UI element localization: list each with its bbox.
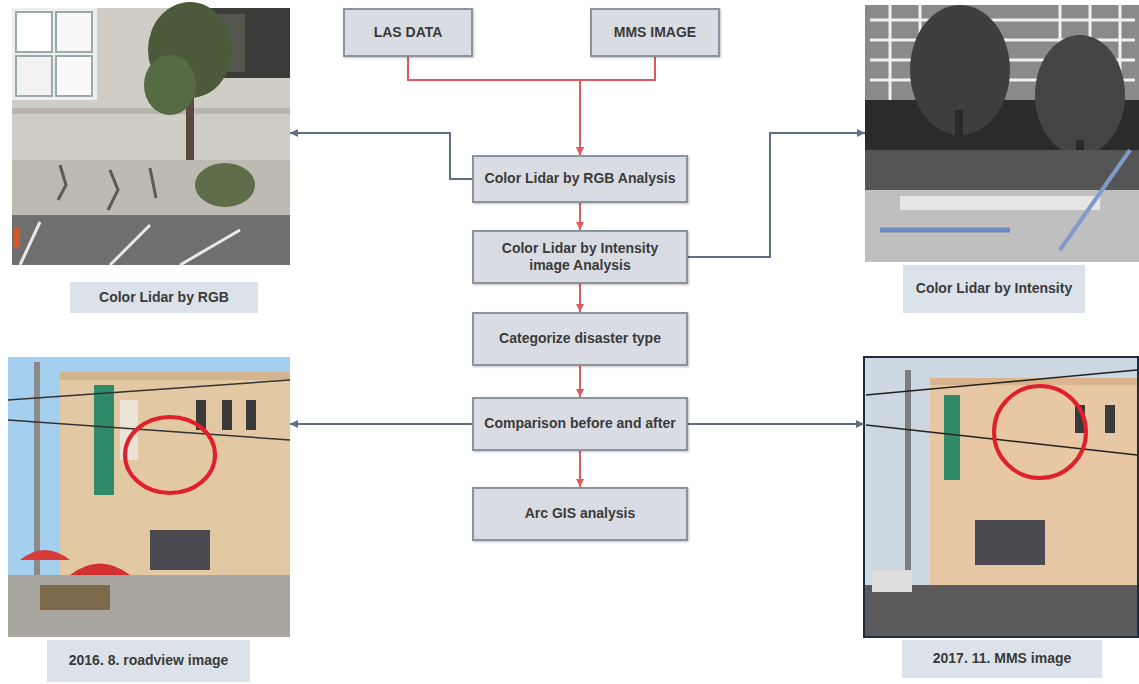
photo-panel: 2016. 8. roadview image <box>8 357 290 682</box>
box-label: MMS IMAGE <box>614 24 696 42</box>
mms-photo-part <box>975 520 1045 565</box>
intensity-lidar-photo-part <box>865 150 1139 190</box>
mms-photo-part <box>944 395 960 480</box>
caption-box: Color Lidar by Intensity <box>903 265 1085 313</box>
roadview-photo-part <box>40 585 110 610</box>
rgb-lidar-photo-part <box>20 222 240 265</box>
caption-box: Color Lidar by RGB <box>70 282 258 313</box>
flow-arrow <box>579 451 581 487</box>
roadview-photo-part <box>70 564 130 576</box>
roadview-photo-part <box>94 385 114 495</box>
rgb-lidar-photo-part <box>12 8 97 100</box>
rgb-lidar-photo <box>12 2 290 265</box>
intensity-lidar-photo-part <box>880 228 1010 233</box>
caption-text: 2016. 8. roadview image <box>69 652 229 670</box>
roadview-photo-part <box>150 530 210 570</box>
mms-photo-part <box>864 357 1138 637</box>
mms-photo <box>864 357 1138 637</box>
flow-arrow <box>688 423 864 425</box>
process-box: Categorize disaster type <box>472 312 688 366</box>
rgb-lidar-photo-part <box>195 163 255 207</box>
photo-panel: Color Lidar by Intensity <box>865 5 1137 315</box>
rgb-lidar-photo-part <box>58 165 156 210</box>
caption-box: 2017. 11. MMS image <box>902 640 1102 678</box>
flow-arrow <box>408 57 580 155</box>
photo-panel: Color Lidar by RGB <box>12 8 290 314</box>
caption-text: Color Lidar by Intensity <box>916 280 1072 298</box>
roadview-photo-part <box>246 400 256 430</box>
intensity-lidar-photo-part <box>1035 35 1125 155</box>
flow-arrow <box>579 203 581 230</box>
roadview-photo-part <box>60 372 290 587</box>
process-box: MMS IMAGE <box>590 8 720 57</box>
caption-text: Color Lidar by RGB <box>99 289 229 307</box>
process-box: LAS DATA <box>343 8 473 57</box>
box-label: Arc GIS analysis <box>525 505 636 523</box>
mms-photo-part <box>994 386 1086 478</box>
rgb-lidar-photo-part <box>16 12 52 52</box>
flow-arrow <box>290 423 472 425</box>
caption-text: 2017. 11. MMS image <box>933 650 1072 668</box>
roadview-photo-part <box>8 380 290 440</box>
photo-panel: 2017. 11. MMS image <box>864 357 1137 679</box>
flow-arrow <box>580 57 655 155</box>
mms-photo-part <box>865 585 1137 636</box>
flow-arrow <box>579 284 581 312</box>
rgb-lidar-photo-part <box>12 160 290 215</box>
intensity-lidar-photo-part <box>865 190 1139 262</box>
box-label: LAS DATA <box>374 24 443 42</box>
intensity-lidar-photo <box>865 5 1139 262</box>
mms-photo-part <box>1105 405 1115 433</box>
intensity-lidar-photo-part <box>900 196 1100 210</box>
box-label: Comparison before and after <box>484 415 675 433</box>
rgb-lidar-photo-part <box>12 215 290 265</box>
process-box: Comparison before and after <box>472 397 688 451</box>
process-box: Arc GIS analysis <box>472 487 688 541</box>
roadview-photo-part <box>8 575 290 637</box>
roadview-photo-part <box>20 550 70 560</box>
box-label: Color Lidar by Intensity image Analysis <box>482 240 678 275</box>
process-box: Color Lidar by RGB Analysis <box>472 155 688 203</box>
flow-arrow <box>290 133 472 179</box>
intensity-lidar-photo-part <box>865 5 1139 262</box>
intensity-lidar-photo-part <box>1060 150 1130 250</box>
rgb-lidar-photo-part <box>12 108 290 114</box>
rgb-lidar-photo-part <box>56 12 92 52</box>
rgb-lidar-photo-part <box>14 228 20 248</box>
roadview-photo-part <box>60 372 290 380</box>
box-label: Color Lidar by RGB Analysis <box>485 170 676 188</box>
rgb-lidar-photo-part <box>144 55 196 115</box>
box-label: Categorize disaster type <box>499 330 661 348</box>
rgb-lidar-photo-part <box>56 56 92 96</box>
flow-arrow <box>579 366 581 397</box>
roadview-photo-part <box>222 400 232 430</box>
caption-box: 2016. 8. roadview image <box>47 640 250 682</box>
roadview-photo <box>8 357 290 637</box>
mms-photo-part <box>872 570 912 592</box>
flow-arrow <box>688 133 865 257</box>
mms-photo-part <box>930 378 1137 588</box>
roadview-photo-part <box>8 357 290 637</box>
roadview-photo-part <box>125 417 215 493</box>
mms-photo-part <box>866 370 1137 455</box>
process-box: Color Lidar by Intensity image Analysis <box>472 230 688 284</box>
rgb-lidar-photo-part <box>16 56 52 96</box>
